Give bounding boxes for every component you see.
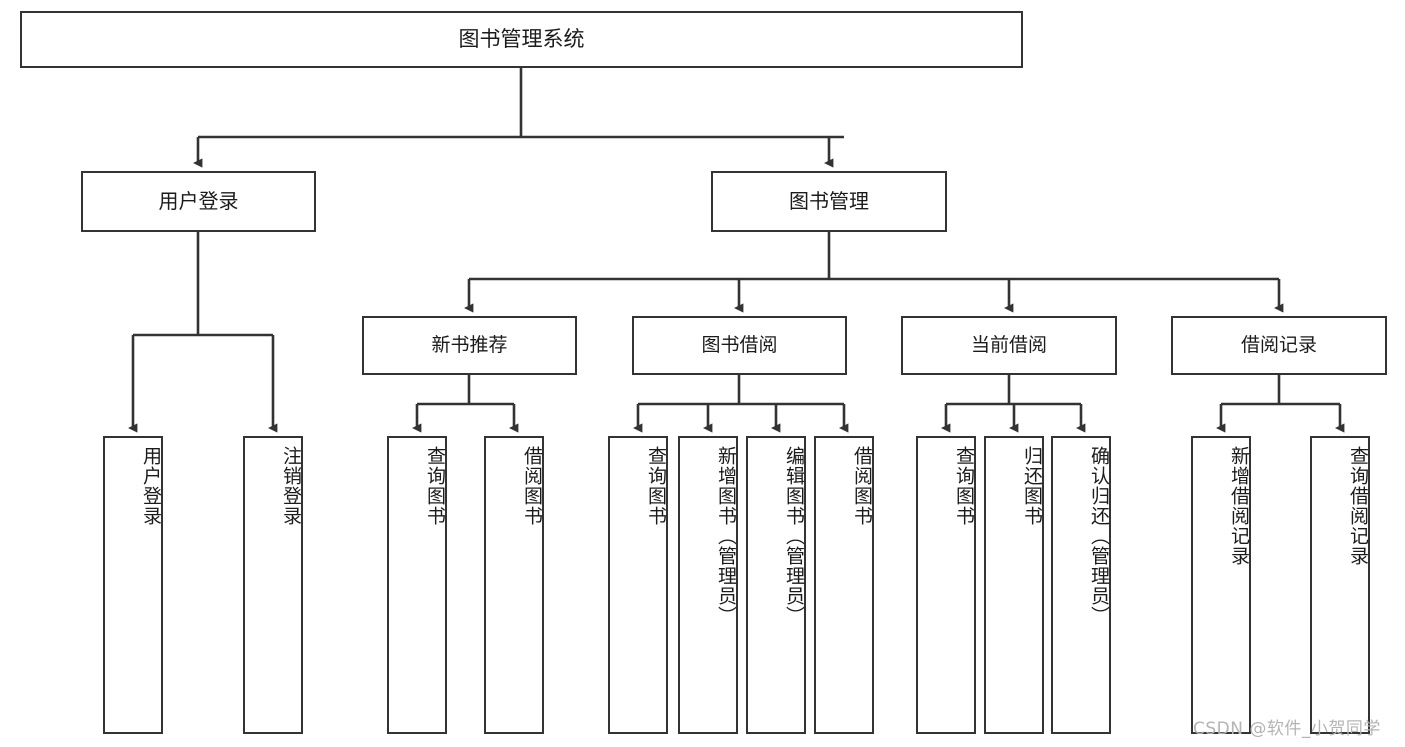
- node-leaf-query-book-3[interactable]: 查询图书: [916, 436, 976, 734]
- node-leaf-edit-book[interactable]: 编辑图书（管理员）: [746, 436, 806, 734]
- node-root-label: 图书管理系统: [458, 27, 585, 52]
- node-leaf-borrow-book-2[interactable]: 借阅图书: [814, 436, 874, 734]
- node-current-borrow-label: 当前借阅: [970, 333, 1047, 356]
- node-borrow-record[interactable]: 借阅记录: [1171, 316, 1387, 375]
- node-leaf-add-borrow-record[interactable]: 新增借阅记录: [1191, 436, 1251, 734]
- node-leaf-user-login-label: 用户登录: [140, 446, 162, 526]
- node-leaf-query-borrow-record[interactable]: 查询借阅记录: [1310, 436, 1370, 734]
- node-leaf-query-book-2-label: 查询图书: [645, 446, 667, 526]
- csdn-watermark: CSDN @软件_小贺同学: [1193, 719, 1381, 739]
- node-leaf-query-book-2[interactable]: 查询图书: [608, 436, 668, 734]
- node-user-login-label: 用户登录: [158, 189, 239, 213]
- node-leaf-edit-book-label: 编辑图书（管理员）: [783, 446, 805, 626]
- node-new-book-recommend-label: 新书推荐: [431, 333, 508, 356]
- node-leaf-borrow-book-2-label: 借阅图书: [851, 446, 873, 526]
- node-book-manage-label: 图书管理: [789, 189, 869, 213]
- node-leaf-add-book-label: 新增图书（管理员）: [715, 446, 737, 626]
- node-leaf-add-borrow-record-label: 新增借阅记录: [1228, 446, 1250, 566]
- node-leaf-return-book-label: 归还图书: [1021, 446, 1043, 526]
- node-root[interactable]: 图书管理系统: [20, 11, 1023, 68]
- node-leaf-query-borrow-record-label: 查询借阅记录: [1347, 446, 1369, 566]
- node-book-manage[interactable]: 图书管理: [711, 171, 947, 232]
- node-leaf-query-book-1[interactable]: 查询图书: [387, 436, 447, 734]
- node-leaf-query-book-3-label: 查询图书: [953, 446, 975, 526]
- node-leaf-confirm-return-label: 确认归还（管理员）: [1088, 446, 1110, 626]
- node-current-borrow[interactable]: 当前借阅: [901, 316, 1117, 375]
- node-book-borrow-label: 图书借阅: [701, 333, 778, 356]
- node-leaf-user-logout-label: 注销登录: [280, 446, 302, 526]
- node-leaf-query-book-1-label: 查询图书: [424, 446, 446, 526]
- node-new-book-recommend[interactable]: 新书推荐: [362, 316, 577, 375]
- node-leaf-borrow-book-1-label: 借阅图书: [521, 446, 543, 526]
- node-leaf-user-logout[interactable]: 注销登录: [243, 436, 303, 734]
- node-leaf-user-login[interactable]: 用户登录: [103, 436, 163, 734]
- node-leaf-return-book[interactable]: 归还图书: [984, 436, 1044, 734]
- node-book-borrow[interactable]: 图书借阅: [632, 316, 847, 375]
- node-borrow-record-label: 借阅记录: [1240, 333, 1317, 356]
- node-leaf-borrow-book-1[interactable]: 借阅图书: [484, 436, 544, 734]
- node-leaf-confirm-return[interactable]: 确认归还（管理员）: [1051, 436, 1111, 734]
- node-leaf-add-book[interactable]: 新增图书（管理员）: [678, 436, 738, 734]
- node-user-login[interactable]: 用户登录: [81, 171, 316, 232]
